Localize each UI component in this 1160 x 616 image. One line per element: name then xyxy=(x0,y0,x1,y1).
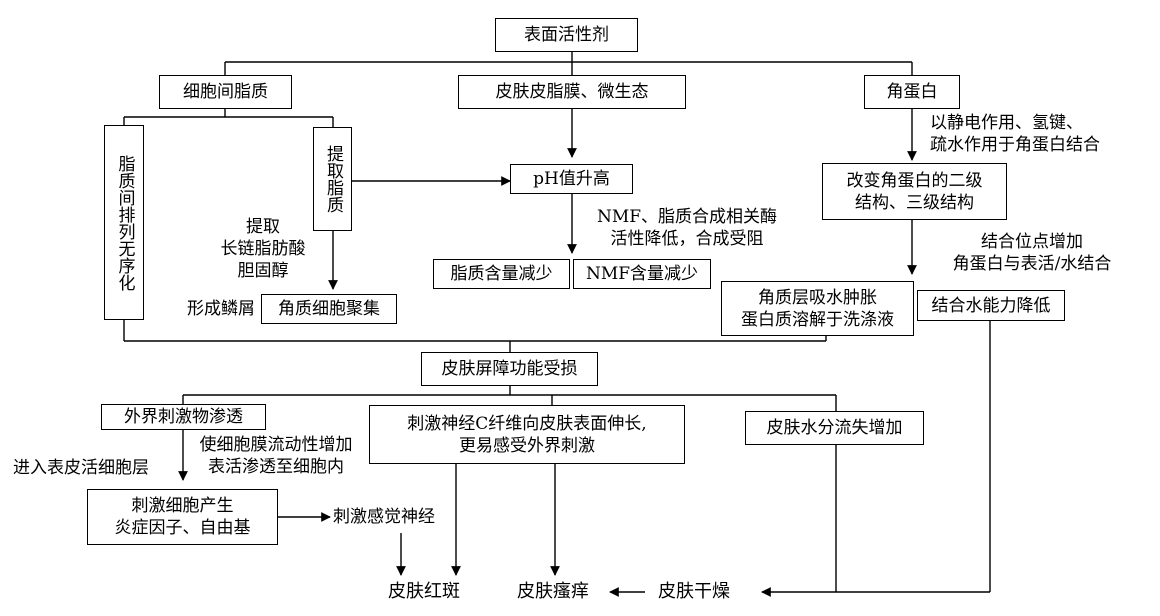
node-water-loss: 皮肤水分流失增加 xyxy=(745,411,924,445)
label-extract-components: 提取 长链脂肪酸 胆固醇 xyxy=(220,217,306,281)
label-keratin-binding: 以静电作用、氢键、 疏水作用于角蛋白结合 xyxy=(930,113,1100,155)
node-stratum-swelling: 角质层吸水肿胀 蛋白质溶解于洗涤液 xyxy=(721,281,914,336)
node-inflammatory-factors: 刺激细胞产生 炎症因子、自由基 xyxy=(87,489,278,545)
outcome-erythema: 皮肤红斑 xyxy=(388,581,460,602)
node-intercellular-lipids: 细胞间脂质 xyxy=(159,75,292,109)
node-ph-rise: pH值升高 xyxy=(510,164,633,194)
label-nmf-enzyme: NMF、脂质合成相关酶 活性降低，合成受阻 xyxy=(596,207,778,249)
node-water-binding-decrease: 结合水能力降低 xyxy=(917,290,1065,321)
node-surfactant: 表面活性剂 xyxy=(495,18,638,52)
node-barrier-damage: 皮肤屏障功能受损 xyxy=(421,352,598,386)
label-membrane-fluidity: 使细胞膜流动性增加 表活渗透至细胞内 xyxy=(199,435,353,477)
label-binding-sites: 结合位点增加 角蛋白与表活/水结合 xyxy=(952,232,1112,274)
node-keratin: 角蛋白 xyxy=(864,75,960,109)
node-keratin-structure-change: 改变角蛋白的二级 结构、三级结构 xyxy=(822,163,1007,220)
node-irritant-penetration: 外界刺激物渗透 xyxy=(101,404,266,430)
node-corneocyte-aggregation: 角质细胞聚集 xyxy=(261,294,397,324)
node-lipid-disorder: 脂质间排列无序化 xyxy=(104,125,144,320)
label-stimulate-nerve: 刺激感觉神经 xyxy=(333,507,435,527)
label-form-scales: 形成鳞屑 xyxy=(187,299,255,319)
node-c-fiber-growth: 刺激神经C纤维向皮肤表面伸长, 更易感受外界刺激 xyxy=(369,405,685,464)
node-extract-lipids: 提取脂质 xyxy=(313,127,352,231)
node-lipid-decrease: 脂质含量减少 xyxy=(433,259,570,289)
label-enter-epidermis: 进入表皮活细胞层 xyxy=(13,458,149,478)
outcome-dryness: 皮肤干燥 xyxy=(658,581,730,602)
node-sebum-microbiome: 皮肤皮脂膜、微生态 xyxy=(458,75,686,109)
outcome-itching: 皮肤瘙痒 xyxy=(517,581,589,602)
node-nmf-decrease: NMF含量减少 xyxy=(573,259,711,289)
